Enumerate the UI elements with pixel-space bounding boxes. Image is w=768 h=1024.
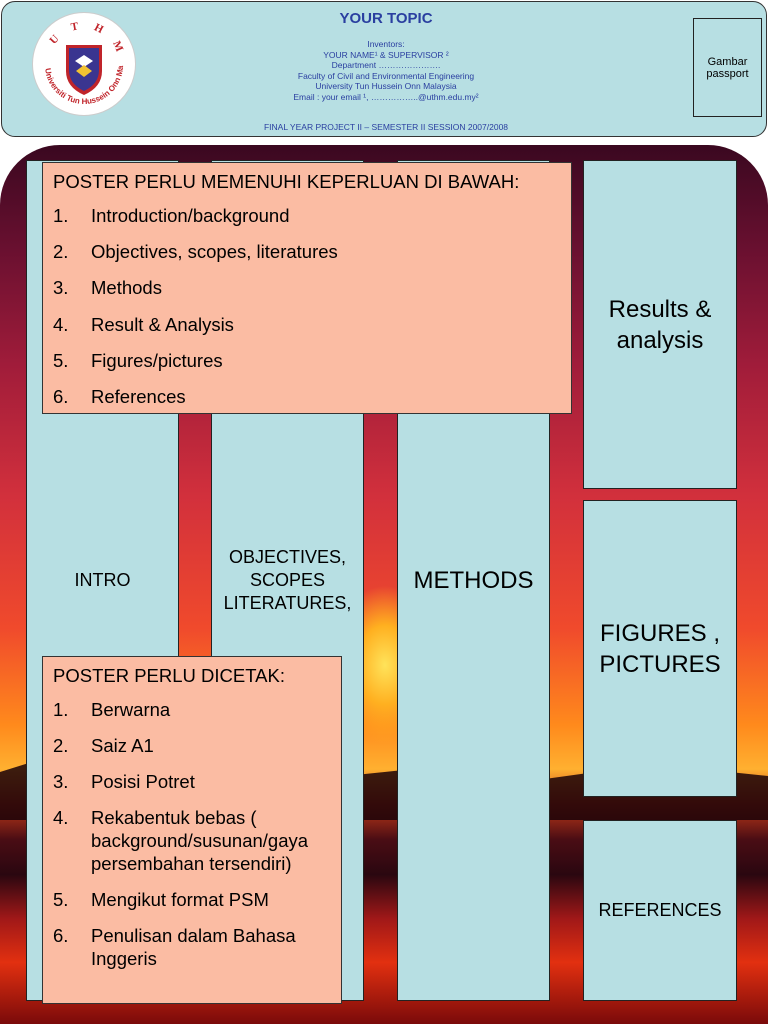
poster-header: U T H M Universiti Tun Hussein Onn Malay…: [1, 1, 767, 137]
figures-label: FIGURES , PICTURES: [599, 619, 721, 678]
author-info: Inventors: YOUR NAME¹ & SUPERVISOR ² Dep…: [2, 39, 768, 102]
printing-list: 1.Berwarna 2.Saiz A1 3.Posisi Potret 4.R…: [53, 698, 331, 970]
faculty: Faculty of Civil and Environmental Engin…: [297, 70, 475, 81]
uthm-logo: U T H M Universiti Tun Hussein Onn Malay…: [32, 12, 136, 116]
list-item: 2.Objectives, scopes, literatures: [53, 241, 338, 263]
poster-title: YOUR TOPIC: [339, 10, 433, 27]
author-names: YOUR NAME¹ & SUPERVISOR ²: [323, 49, 449, 60]
references-label: REFERENCES: [598, 900, 722, 920]
list-item: 3.Posisi Potret: [53, 771, 195, 792]
requirements-list: 1.Introduction/background 2.Objectives, …: [53, 205, 561, 422]
passport-photo-placeholder: Gambar passport: [693, 18, 762, 117]
list-item: 1.Introduction/background: [53, 205, 290, 226]
photo-label: Gambar passport: [706, 55, 749, 80]
list-item: 4.Result & Analysis: [53, 313, 234, 335]
objectives-label: OBJECTIVES, SCOPES LITERATURES,: [223, 547, 352, 613]
intro-label: INTRO: [74, 570, 131, 590]
list-item: 5.Figures/pictures: [53, 349, 223, 371]
list-item: 4.Rekabentuk bebas ( background/susunan/…: [53, 807, 309, 874]
printing-note: POSTER PERLU DICETAK: 1.Berwarna 2.Saiz …: [42, 656, 342, 1004]
university: University Tun Hussein Onn Malaysia: [315, 81, 457, 91]
session-line: FINAL YEAR PROJECT II – SEMESTER II SESS…: [263, 122, 509, 132]
department: Department ………………….: [331, 60, 441, 70]
list-item: 5.Mengikut format PSM: [53, 889, 269, 910]
requirements-heading: POSTER PERLU MEMENUHI KEPERLUAN DI BAWAH…: [53, 171, 520, 192]
inventors-label: Inventors:: [367, 39, 405, 49]
printing-heading: POSTER PERLU DICETAK:: [53, 665, 285, 686]
list-item: 2.Saiz A1: [53, 735, 154, 756]
list-item: 6.Penulisan dalam Bahasa Inggeris: [53, 925, 296, 969]
list-item: 1.Berwarna: [53, 699, 171, 720]
methods-label: METHODS: [413, 566, 534, 594]
list-item: 6.References: [53, 385, 186, 407]
references-panel: REFERENCES: [583, 820, 737, 1001]
results-panel: Results & analysis: [583, 160, 737, 489]
results-label: Results & analysis: [608, 295, 712, 354]
figures-panel: FIGURES , PICTURES: [583, 500, 737, 797]
list-item: 3.Methods: [53, 277, 162, 299]
requirements-note: POSTER PERLU MEMENUHI KEPERLUAN DI BAWAH…: [42, 162, 572, 414]
email: Email : your email ¹, ……………..@uthm.edu.m…: [293, 91, 479, 102]
